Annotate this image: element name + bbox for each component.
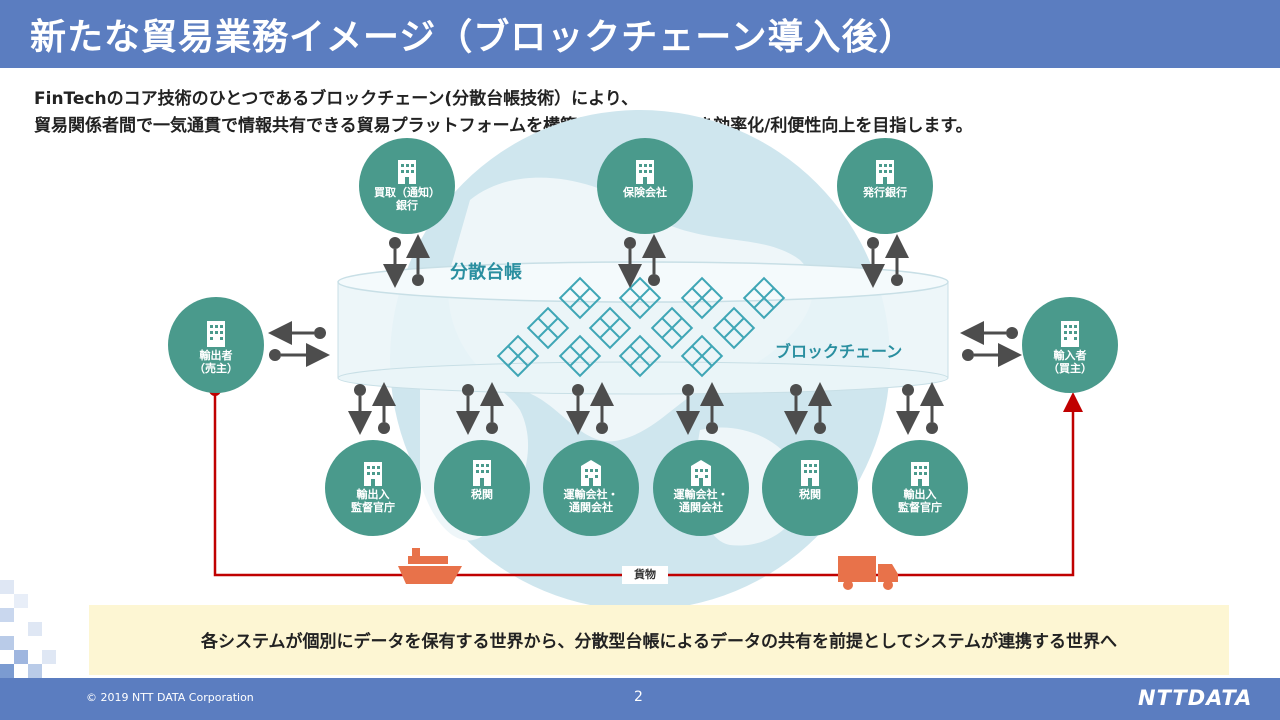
summary-box: 各システムが個別にデータを保有する世界から、分散型台帳によるデータの共有を前提と… bbox=[89, 605, 1229, 675]
block-icon bbox=[588, 306, 632, 350]
building-icon bbox=[581, 460, 601, 486]
building-icon bbox=[911, 462, 929, 486]
building-icon bbox=[398, 160, 416, 184]
truck-icon bbox=[838, 556, 898, 590]
building-icon bbox=[473, 460, 491, 486]
block-icon bbox=[618, 276, 662, 320]
node-supervisory-agency-right: 輸出入 監督官庁 bbox=[872, 440, 968, 536]
block-icon bbox=[558, 276, 602, 320]
top-connectors bbox=[383, 234, 909, 288]
node-transport-company-left: 運輸会社・ 通関会社 bbox=[543, 440, 639, 536]
node-label: 税関 bbox=[471, 488, 493, 501]
blockchain-label: ブロックチェーン bbox=[775, 342, 903, 361]
ledger-label: 分散台帳 bbox=[450, 262, 522, 283]
copyright: © 2019 NTT DATA Corporation bbox=[86, 691, 254, 704]
node-label: 運輸会社・ 通関会社 bbox=[673, 488, 729, 514]
node-customs-left: 税関 bbox=[434, 440, 530, 536]
node-label: 買取（通知） 銀行 bbox=[374, 186, 440, 212]
node-label: 運輸会社・ 通関会社 bbox=[563, 488, 619, 514]
node-label: 輸入者 （買主） bbox=[1048, 349, 1092, 375]
subtitle-line-1: FinTechのコア技術のひとつであるブロックチェーン(分散台帳技術）により、 bbox=[34, 89, 639, 109]
block-icon bbox=[618, 334, 662, 378]
building-icon bbox=[1061, 321, 1079, 347]
block-icon bbox=[680, 276, 724, 320]
block-icon bbox=[650, 306, 694, 350]
summary-text: 各システムが個別にデータを保有する世界から、分散型台帳によるデータの共有を前提と… bbox=[201, 632, 1117, 652]
node-label: 保険会社 bbox=[623, 186, 667, 199]
block-icon bbox=[742, 276, 786, 320]
node-supervisory-agency-left: 輸出入 監督官庁 bbox=[325, 440, 421, 536]
cargo-label: 貨物 bbox=[622, 566, 668, 584]
bottom-connectors bbox=[348, 382, 944, 435]
side-connectors bbox=[268, 321, 1022, 367]
block-icon bbox=[558, 334, 602, 378]
block-icon bbox=[496, 334, 540, 378]
building-icon bbox=[636, 160, 654, 184]
building-icon bbox=[364, 462, 382, 486]
node-label: 輸出入 監督官庁 bbox=[898, 488, 942, 514]
block-icon bbox=[526, 306, 570, 350]
node-buying-bank: 買取（通知） 銀行 bbox=[359, 138, 455, 234]
block-icon bbox=[712, 306, 756, 350]
ntt-data-logo: NTTDATA bbox=[1138, 686, 1253, 710]
node-exporter: 輸出者 （売主） bbox=[168, 297, 264, 393]
ship-icon bbox=[398, 548, 462, 584]
block-icon bbox=[680, 334, 724, 378]
node-label: 発行銀行 bbox=[863, 186, 907, 199]
footer-bar: © 2019 NTT DATA Corporation 2 NTTDATA bbox=[0, 678, 1280, 720]
node-customs-right: 税関 bbox=[762, 440, 858, 536]
building-icon bbox=[801, 460, 819, 486]
node-label: 輸出者 （売主） bbox=[194, 349, 238, 375]
node-label: 税関 bbox=[799, 488, 821, 501]
building-icon bbox=[207, 321, 225, 347]
node-label: 輸出入 監督官庁 bbox=[351, 488, 395, 514]
blockchain-network bbox=[496, 276, 786, 378]
node-importer: 輸入者 （買主） bbox=[1022, 297, 1118, 393]
node-insurance-company: 保険会社 bbox=[597, 138, 693, 234]
node-transport-company-right: 運輸会社・ 通関会社 bbox=[653, 440, 749, 536]
node-issuing-bank: 発行銀行 bbox=[837, 138, 933, 234]
slide-title: 新たな貿易業務イメージ（ブロックチェーン導入後） bbox=[30, 17, 916, 58]
building-icon bbox=[876, 160, 894, 184]
page-number: 2 bbox=[634, 689, 643, 705]
title-bar: 新たな貿易業務イメージ（ブロックチェーン導入後） bbox=[0, 0, 1280, 68]
building-icon bbox=[691, 460, 711, 486]
